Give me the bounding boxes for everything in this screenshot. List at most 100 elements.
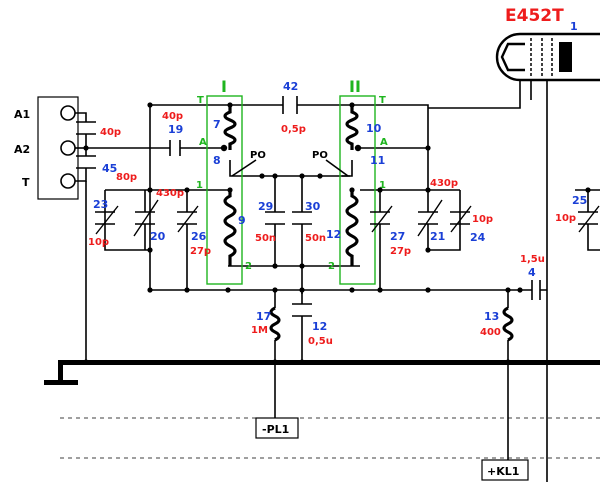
c21-value: 430p <box>430 178 458 189</box>
cap-20 <box>135 211 155 225</box>
c20-num: 20 <box>150 230 166 243</box>
coil-r17 <box>269 306 281 342</box>
input-terminals: A1 A2 T <box>14 96 79 200</box>
pin-t-left: T <box>197 95 204 106</box>
connector-boxes: -PL1 +KL1 <box>255 417 529 481</box>
cap-12 <box>292 303 312 317</box>
coil-l7 <box>223 105 237 150</box>
switches: PO PO <box>229 150 353 177</box>
c4-num: 4 <box>528 266 536 279</box>
box-pl1 <box>255 417 299 439</box>
cap-29 <box>265 211 285 225</box>
l9-num: 9 <box>238 214 246 227</box>
terminal-t <box>60 173 76 189</box>
l10-num: 10 <box>366 122 382 135</box>
l12-num: 12 <box>326 228 341 241</box>
c21-num: 21 <box>430 230 445 243</box>
c24-value: 10p <box>472 214 493 225</box>
c23-value: 10p <box>88 237 109 248</box>
c20-value: 430p <box>156 188 184 199</box>
l7-num: 7 <box>213 118 221 131</box>
cap-40p <box>76 121 96 135</box>
cap-45 <box>76 155 96 169</box>
cap-23 <box>95 211 115 225</box>
tube-e452t: E452T 1 <box>428 6 600 482</box>
box-kl1-label: +KL1 <box>487 465 519 478</box>
c19-value: 40p <box>162 111 183 122</box>
junctions <box>83 102 591 365</box>
pin-2-left: 2 <box>245 261 252 272</box>
coil-l12 <box>345 190 359 266</box>
pin-1-right: 1 <box>379 180 386 191</box>
c27-num: 27 <box>390 230 405 243</box>
c19-num: 19 <box>168 123 183 136</box>
c12-num: 12 <box>312 320 327 333</box>
c25-value: 10p <box>555 213 576 224</box>
terminal-a1-label: A1 <box>14 108 30 121</box>
l11-num: 11 <box>370 154 385 167</box>
coil-r13 <box>502 306 514 342</box>
pin-t-right: T <box>379 95 386 106</box>
box-kl1 <box>481 459 529 481</box>
coil-l10 <box>345 105 359 150</box>
cap-30 <box>292 211 312 225</box>
pin-a-right: A <box>380 137 388 148</box>
c4-value: 1,5u <box>520 254 545 265</box>
c25-num: 25 <box>572 194 587 207</box>
tube-leads <box>428 80 548 482</box>
section-i-box <box>206 95 243 285</box>
wiring <box>75 104 600 462</box>
tube-label: E452T <box>505 6 564 26</box>
c29-value: 50n <box>255 233 276 244</box>
terminal-a1 <box>60 105 76 121</box>
c30-num: 30 <box>305 200 321 213</box>
c40-value: 40p <box>100 127 121 138</box>
terminal-t-label: T <box>22 176 30 189</box>
cap-42 <box>282 96 298 114</box>
c30-value: 50n <box>305 233 326 244</box>
r17-value: 1M <box>251 325 268 336</box>
tube-cathode <box>500 42 525 72</box>
c23-num: 23 <box>93 198 108 211</box>
terminal-a2 <box>60 140 76 156</box>
tube-anode <box>559 42 572 72</box>
c24-num: 24 <box>470 231 486 244</box>
cap-4 <box>531 280 541 300</box>
tube-pin-label: 1 <box>570 20 578 33</box>
section-i-label: I <box>221 77 227 96</box>
c42-value: 0,5p <box>281 124 306 135</box>
c42-num: 42 <box>283 80 298 93</box>
ground-symbol <box>44 380 78 385</box>
switch-po-right-label: PO <box>312 150 328 161</box>
cap-25 <box>578 211 598 225</box>
switch-po-right <box>325 159 349 177</box>
c27-value: 27p <box>390 246 411 257</box>
ground-bus <box>44 360 600 385</box>
c45-num: 45 <box>102 162 117 175</box>
cap-26 <box>177 211 197 225</box>
r13-value: 400 <box>480 327 501 338</box>
part-labels: 40p 45 80p 40p 19 42 0,5p 7 8 9 10 11 12… <box>88 80 587 347</box>
cap-19 <box>169 140 181 156</box>
box-pl1-label: -PL1 <box>262 423 289 436</box>
c12-value: 0,5u <box>308 336 333 347</box>
c26-value: 27p <box>190 246 211 257</box>
pin-a-left: A <box>199 137 207 148</box>
c26-num: 26 <box>191 230 207 243</box>
filter-sections: I II T T A A 1 1 2 2 <box>196 77 388 285</box>
tube-envelope <box>495 32 600 82</box>
pin-2-right: 2 <box>328 261 335 272</box>
capacitors <box>76 96 600 317</box>
coils <box>223 105 514 342</box>
switch-po-left <box>231 159 257 177</box>
r13-num: 13 <box>484 310 499 323</box>
l8-num: 8 <box>213 154 221 167</box>
c45-value: 80p <box>116 172 137 183</box>
pin-1-left: 1 <box>196 180 203 191</box>
ground-rail <box>58 360 600 365</box>
r17-num: 17 <box>256 310 271 323</box>
section-ii-box <box>339 95 376 285</box>
terminal-a2-label: A2 <box>14 143 30 156</box>
coil-l9 <box>223 190 237 266</box>
switch-po-left-label: PO <box>250 150 266 161</box>
